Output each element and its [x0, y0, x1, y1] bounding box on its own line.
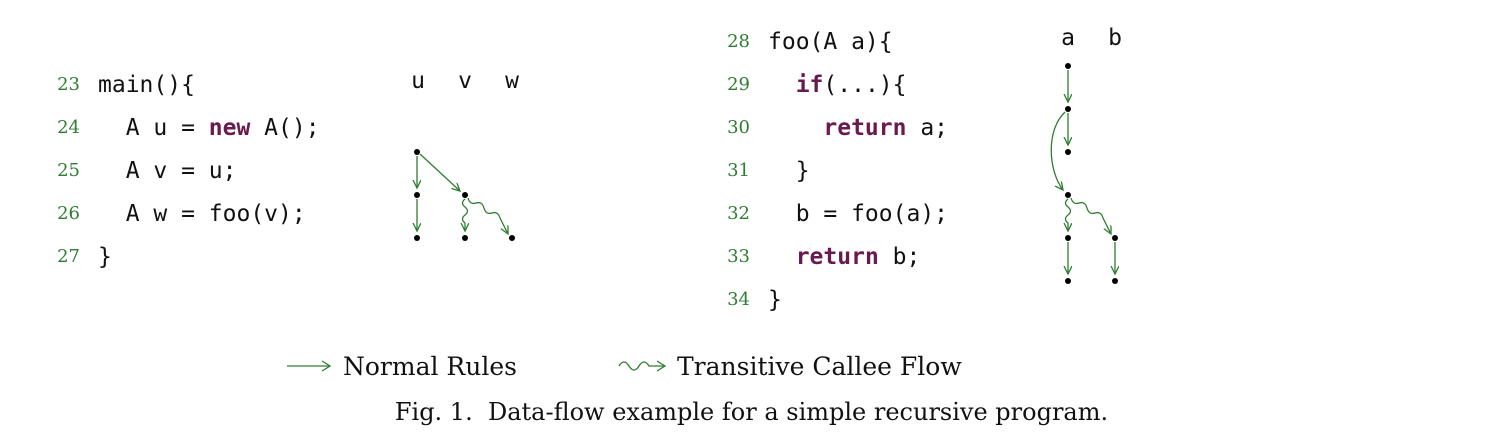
code-keyword: new: [208, 115, 251, 141]
edge-transitive-a32-a33: [1066, 198, 1071, 231]
legend-transitive-label: Transitive Callee Flow: [677, 352, 962, 381]
figure-caption: Fig. 1. Data-flow example for a simple r…: [394, 398, 1109, 426]
node-a-30: [1065, 149, 1071, 155]
code-text: foo(A a){: [768, 27, 893, 57]
node-a-32: [1065, 192, 1071, 198]
node-u-25: [414, 192, 420, 198]
code-token: [768, 72, 796, 98]
var-label-b: b: [1108, 25, 1122, 51]
line-number: 33: [727, 246, 750, 267]
node-a-29: [1065, 106, 1071, 112]
line-number: 32: [727, 203, 750, 224]
line-number: 30: [727, 117, 750, 138]
line-number: 24: [57, 117, 80, 138]
legend-normal-arrow-icon: [287, 360, 332, 372]
node-v-25: [462, 192, 468, 198]
code-token: a;: [906, 115, 949, 141]
code-token: A();: [250, 115, 320, 141]
code-token: [768, 244, 796, 270]
node-a-28: [1065, 63, 1071, 69]
line-number: 29: [727, 74, 750, 95]
var-label-w: w: [505, 68, 519, 94]
line-number: 26: [57, 203, 80, 224]
node-b-34: [1112, 278, 1118, 284]
code-token: main(){: [98, 72, 195, 98]
foo-dataflow-graph: [1050, 63, 1118, 284]
code-text: if(...){: [768, 70, 907, 100]
line-number: 27: [57, 246, 80, 267]
code-text: }: [98, 242, 112, 272]
edge-transitive-v25-v26: [463, 198, 468, 231]
node-a-34: [1065, 278, 1071, 284]
code-keyword: return: [795, 244, 879, 270]
code-keyword: return: [823, 115, 907, 141]
node-b-33: [1112, 235, 1118, 241]
edge-transitive-v25-w26: [467, 197, 508, 234]
node-w-26: [509, 235, 515, 241]
code-token: A w = foo(v);: [98, 201, 306, 227]
code-token: A v = u;: [98, 158, 237, 184]
line-number: 25: [57, 160, 80, 181]
legend: Normal Rules Transitive Callee Flow: [0, 345, 1503, 385]
code-text: return a;: [768, 113, 948, 143]
code-text: b = foo(a);: [768, 199, 948, 229]
line-number: 28: [727, 31, 750, 52]
code-text: }: [768, 156, 810, 186]
var-label-u: u: [411, 68, 425, 94]
code-token: }: [768, 158, 810, 184]
line-number: 31: [727, 160, 750, 181]
code-text: main(){: [98, 70, 195, 100]
node-v-26: [462, 235, 468, 241]
edge-normal-u24-v25: [419, 153, 460, 191]
node-u-26: [414, 235, 420, 241]
node-u-24: [414, 149, 420, 155]
code-token: b;: [878, 244, 921, 270]
var-label-a: a: [1061, 25, 1075, 51]
code-text: A w = foo(v);: [98, 199, 306, 229]
code-token: (...){: [823, 72, 907, 98]
code-token: b = foo(a);: [768, 201, 949, 227]
foo-code-listing: 28 foo(A a){ 29 if(...){ 30 return a; 31 } 32…: [710, 27, 1030, 327]
code-text: return b;: [768, 242, 921, 272]
line-number: 34: [727, 289, 750, 310]
code-token: [768, 115, 823, 141]
code-token: }: [768, 287, 782, 313]
edge-normal-a29-a32: [1050, 111, 1066, 190]
var-label-v: v: [458, 68, 472, 94]
code-text: A u = new A();: [98, 113, 320, 143]
code-keyword: if: [795, 72, 824, 98]
code-token: A u =: [98, 115, 209, 141]
code-text: A v = u;: [98, 156, 237, 186]
legend-transitive-arrow-icon: [618, 360, 667, 372]
code-text: }: [768, 285, 782, 315]
node-a-33: [1065, 235, 1071, 241]
code-token: }: [98, 244, 112, 270]
code-token: foo(A a){: [768, 29, 893, 55]
legend-normal-label: Normal Rules: [343, 352, 517, 381]
edge-transitive-a32-b33: [1070, 197, 1111, 234]
line-number: 23: [57, 74, 80, 95]
